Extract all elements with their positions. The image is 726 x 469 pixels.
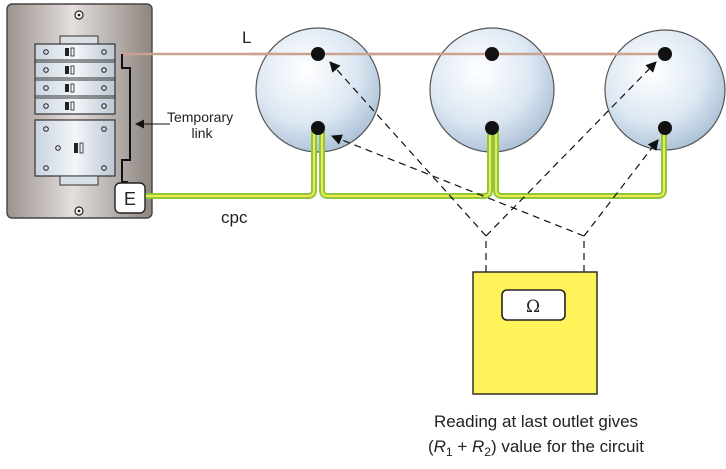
board-screw-bottom-icon — [74, 206, 84, 216]
outlet-1-line-terminal — [311, 47, 325, 61]
cpc-label: cpc — [221, 208, 248, 227]
temporary-link-label: Temporary link — [167, 109, 237, 141]
caption-sub2: 2 — [484, 445, 491, 459]
ohmmeter: Ω — [472, 271, 598, 395]
caption-sub1: 1 — [446, 445, 453, 459]
outlet-1-cpc-terminal — [311, 121, 325, 135]
outlet-2-line-terminal — [485, 47, 499, 61]
test-leads — [329, 61, 659, 272]
caption-line-2: (R1 + R2) value for the circuit — [428, 437, 644, 459]
mcb-row — [34, 43, 116, 61]
probe-line-outlet-3 — [485, 61, 657, 237]
outlet-2-cpc-terminal — [485, 121, 499, 135]
outlet-3-cpc-terminal — [658, 121, 672, 135]
line-label: L — [242, 28, 251, 47]
caption-r2: R — [472, 437, 484, 456]
caption-r1: R — [434, 437, 446, 456]
outlet-3-line-terminal — [658, 47, 672, 61]
earth-terminal-label: E — [124, 189, 136, 209]
caption-close: ) value for the circuit — [491, 437, 644, 456]
mcb-row — [34, 61, 116, 79]
caption-open-paren: ( — [428, 437, 434, 456]
cpc-conductor — [143, 130, 667, 199]
temporary-link-label-line2: link — [191, 125, 213, 141]
earth-terminal: E — [114, 182, 146, 214]
caption-line-1: Reading at last outlet gives — [434, 412, 638, 431]
outlet-1 — [255, 27, 381, 153]
mcb-block — [34, 43, 116, 115]
temporary-link — [121, 54, 131, 183]
distribution-board — [6, 3, 153, 219]
board-screw-top-icon — [74, 10, 84, 20]
mcb-row — [34, 79, 116, 97]
probe-cpc-outlet-1 — [330, 134, 585, 237]
main-switch — [34, 119, 116, 177]
mcb-row — [34, 97, 116, 115]
caption-plus: + — [453, 437, 472, 456]
probe-cpc-outlet-3 — [583, 139, 659, 237]
ohm-symbol-icon: Ω — [526, 297, 540, 317]
temporary-link-label-line1: Temporary — [167, 109, 233, 125]
probe-line-outlet-1 — [329, 61, 487, 237]
